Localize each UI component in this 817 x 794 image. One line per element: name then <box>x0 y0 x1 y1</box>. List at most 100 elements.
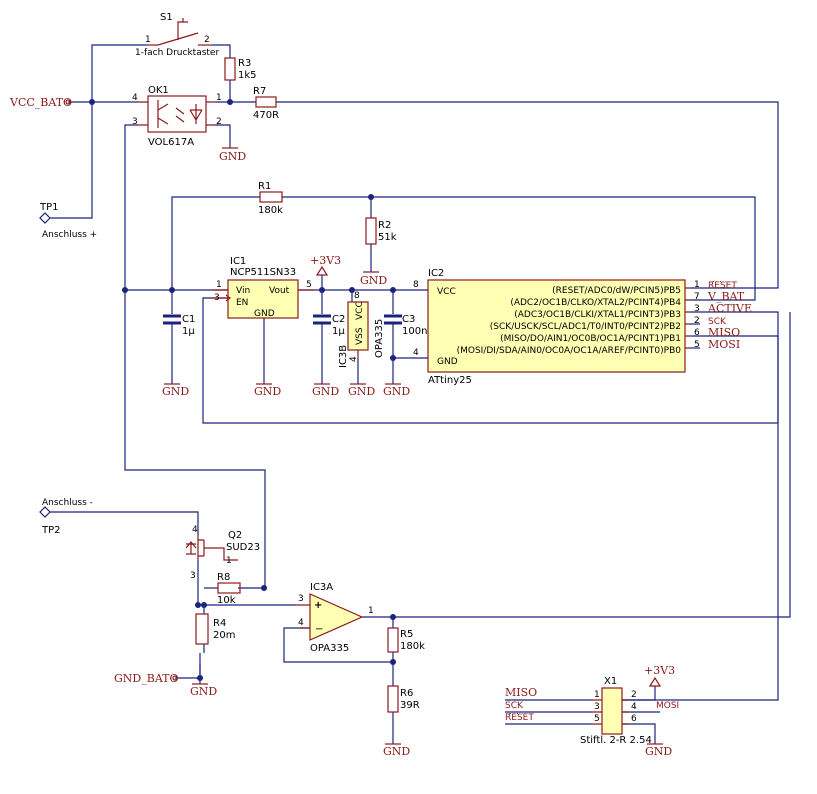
net-vbat: V_BAT <box>707 290 745 303</box>
resistor-r3: R3 1k5 <box>224 57 257 81</box>
c2-value: 1µ <box>332 326 345 337</box>
s1-pin2: 2 <box>204 35 210 45</box>
net-active: ACTIVE <box>707 302 752 315</box>
c3-value: 100n <box>402 326 427 337</box>
net-gnd-bato: GND_BATO <box>114 672 179 685</box>
ic1-pin1: 1 <box>216 280 222 290</box>
r1-ref: R1 <box>258 181 271 192</box>
svg-text:GND: GND <box>645 745 672 758</box>
q2-pin4: 4 <box>192 525 198 535</box>
resistor-r6: R6 39R <box>387 685 420 713</box>
ic2-pin4: 4 <box>413 348 419 358</box>
ic2-pin-label-pb0: (MOSI/DI/SDA/AIN0/OC0A/OC1A/AREF/PCINT0)… <box>457 346 682 356</box>
svg-text:GND: GND <box>190 685 217 698</box>
ic2-pin-num: 5 <box>694 340 700 350</box>
q2-pin3: 3 <box>190 571 196 581</box>
ic2-pin8: 8 <box>413 280 419 290</box>
ic2-pin-num: 7 <box>694 292 700 302</box>
tp1-label: Anschluss + <box>42 230 97 240</box>
gnd-symbol: GND <box>162 383 189 398</box>
switch-s1: S1 1-fach Drucktaster 1 2 <box>135 12 219 58</box>
ic2-pin-num: 2 <box>694 316 700 326</box>
mosfet-q2: Q2 SUD23 4 1 3 <box>185 525 260 581</box>
wires <box>50 44 791 744</box>
gnd-symbol: GND <box>254 383 281 398</box>
c2-ref: C2 <box>332 314 345 325</box>
s1-value: 1-fach Drucktaster <box>135 48 219 58</box>
ic2-gnd: GND <box>437 357 458 367</box>
ic3b-pin8: 8 <box>354 291 360 301</box>
optocoupler-ok1: OK1 VOL617A 4 3 1 2 <box>132 85 222 148</box>
net-miso: MISO <box>708 326 740 339</box>
ok1-pin2: 2 <box>216 117 222 127</box>
svg-text:GND: GND <box>254 385 281 398</box>
svg-text:4: 4 <box>631 702 637 712</box>
gnd-bato-label: GND_BATO <box>114 672 179 685</box>
ic2-net-labels: RESET V_BAT ACTIVE SCK MISO MOSI <box>707 281 752 351</box>
svg-text:GND: GND <box>383 745 410 758</box>
ic2-pin-label-pb3: (ADC3/OC1B/CLKI/XTAL1/PCINT3)PB3 <box>514 310 681 320</box>
gnd-symbol: GND <box>312 383 339 398</box>
r6-ref: R6 <box>400 688 413 699</box>
net-sck: SCK <box>708 317 727 327</box>
r7-ref: R7 <box>253 86 266 97</box>
tp2-ref: TP2 <box>41 525 61 536</box>
x1-net-mosi: MOSI <box>656 701 679 711</box>
supply-3v3: +3V3 <box>310 254 341 276</box>
ic2-pin-label-pb2: (SCK/USCK/SCL/ADC1/T0/INT0/PCINT2)PB2 <box>490 322 681 332</box>
ic1-gnd: GND <box>254 309 275 319</box>
svg-text:GND: GND <box>219 150 246 163</box>
svg-text:+3V3: +3V3 <box>310 254 341 267</box>
vcc-bato-label: VCC_BATO <box>9 96 72 109</box>
ic1-vin: Vin <box>236 286 250 296</box>
ic2-pin-label-pb1: (MISO/DO/AIN1/OC0B/OC1A/PCINT1)PB1 <box>500 334 681 344</box>
ic3a-value: OPA335 <box>310 643 349 654</box>
tp1-ref: TP1 <box>39 202 59 213</box>
ic3b-value: OPA335 <box>374 319 385 358</box>
gnd-symbol: GND <box>360 271 387 287</box>
ic3a-pin3: 3 <box>298 594 304 604</box>
ic1-pin3: 3 <box>214 293 220 303</box>
r5-value: 180k <box>400 641 425 652</box>
x1-value: Stiftl. 2-R 2.54 <box>580 735 652 746</box>
ic1-value: NCP511SN33 <box>230 267 296 278</box>
x1-ref: X1 <box>604 676 617 687</box>
r6-value: 39R <box>400 700 420 711</box>
ic2-pin-label-pb5: (RESET/ADC0/dW/PCIN5)PB5 <box>552 286 681 296</box>
tp2-label: Anschluss - <box>42 498 93 508</box>
testpoint-tp1: TP1 Anschluss + <box>39 202 97 240</box>
r4-value: 20m <box>213 630 235 641</box>
r8-value: 10k <box>217 595 236 606</box>
junctions <box>89 99 396 681</box>
r7-value: 470R <box>253 110 279 121</box>
svg-text:GND: GND <box>383 385 410 398</box>
r8-ref: R8 <box>217 572 230 583</box>
gnd-symbol: GND <box>645 743 672 758</box>
q2-ref: Q2 <box>228 530 242 541</box>
ic3b-ref: IC3B <box>338 345 349 368</box>
svg-text:6: 6 <box>631 714 637 724</box>
supply-3v3: +3V3 <box>644 664 675 687</box>
s1-pin1: 1 <box>145 35 151 45</box>
capacitor-c3: C3 100n <box>384 314 427 337</box>
svg-text:5: 5 <box>594 714 600 724</box>
resistor-r7: R7 470R <box>253 86 279 121</box>
r3-ref: R3 <box>238 58 251 69</box>
testpoint-tp2: Anschluss - TP2 <box>39 498 93 536</box>
r2-value: 51k <box>378 232 397 243</box>
ic1-pin5: 5 <box>306 280 312 290</box>
resistor-r2: R2 51k <box>365 217 397 245</box>
svg-text:VCC: VCC <box>355 301 365 320</box>
microcontroller-ic2: IC2 ATtiny25 VCC GND 8 4 (RESET/ADC0/dW/… <box>413 268 700 386</box>
ic2-pin-num: 1 <box>694 280 700 290</box>
ok1-value: VOL617A <box>148 137 194 148</box>
ic2-vcc: VCC <box>437 287 456 297</box>
regulator-ic1: IC1 NCP511SN33 Vin EN Vout GND 1 3 5 <box>212 256 314 319</box>
gnd-symbol: GND <box>348 383 375 398</box>
c1-value: 1µ <box>182 326 195 337</box>
ic1-en: EN <box>236 298 248 308</box>
x1-net-labels: MISO SCK RESET MOSI <box>505 686 679 723</box>
ok1-ref: OK1 <box>148 85 169 96</box>
svg-text:+3V3: +3V3 <box>644 664 675 677</box>
